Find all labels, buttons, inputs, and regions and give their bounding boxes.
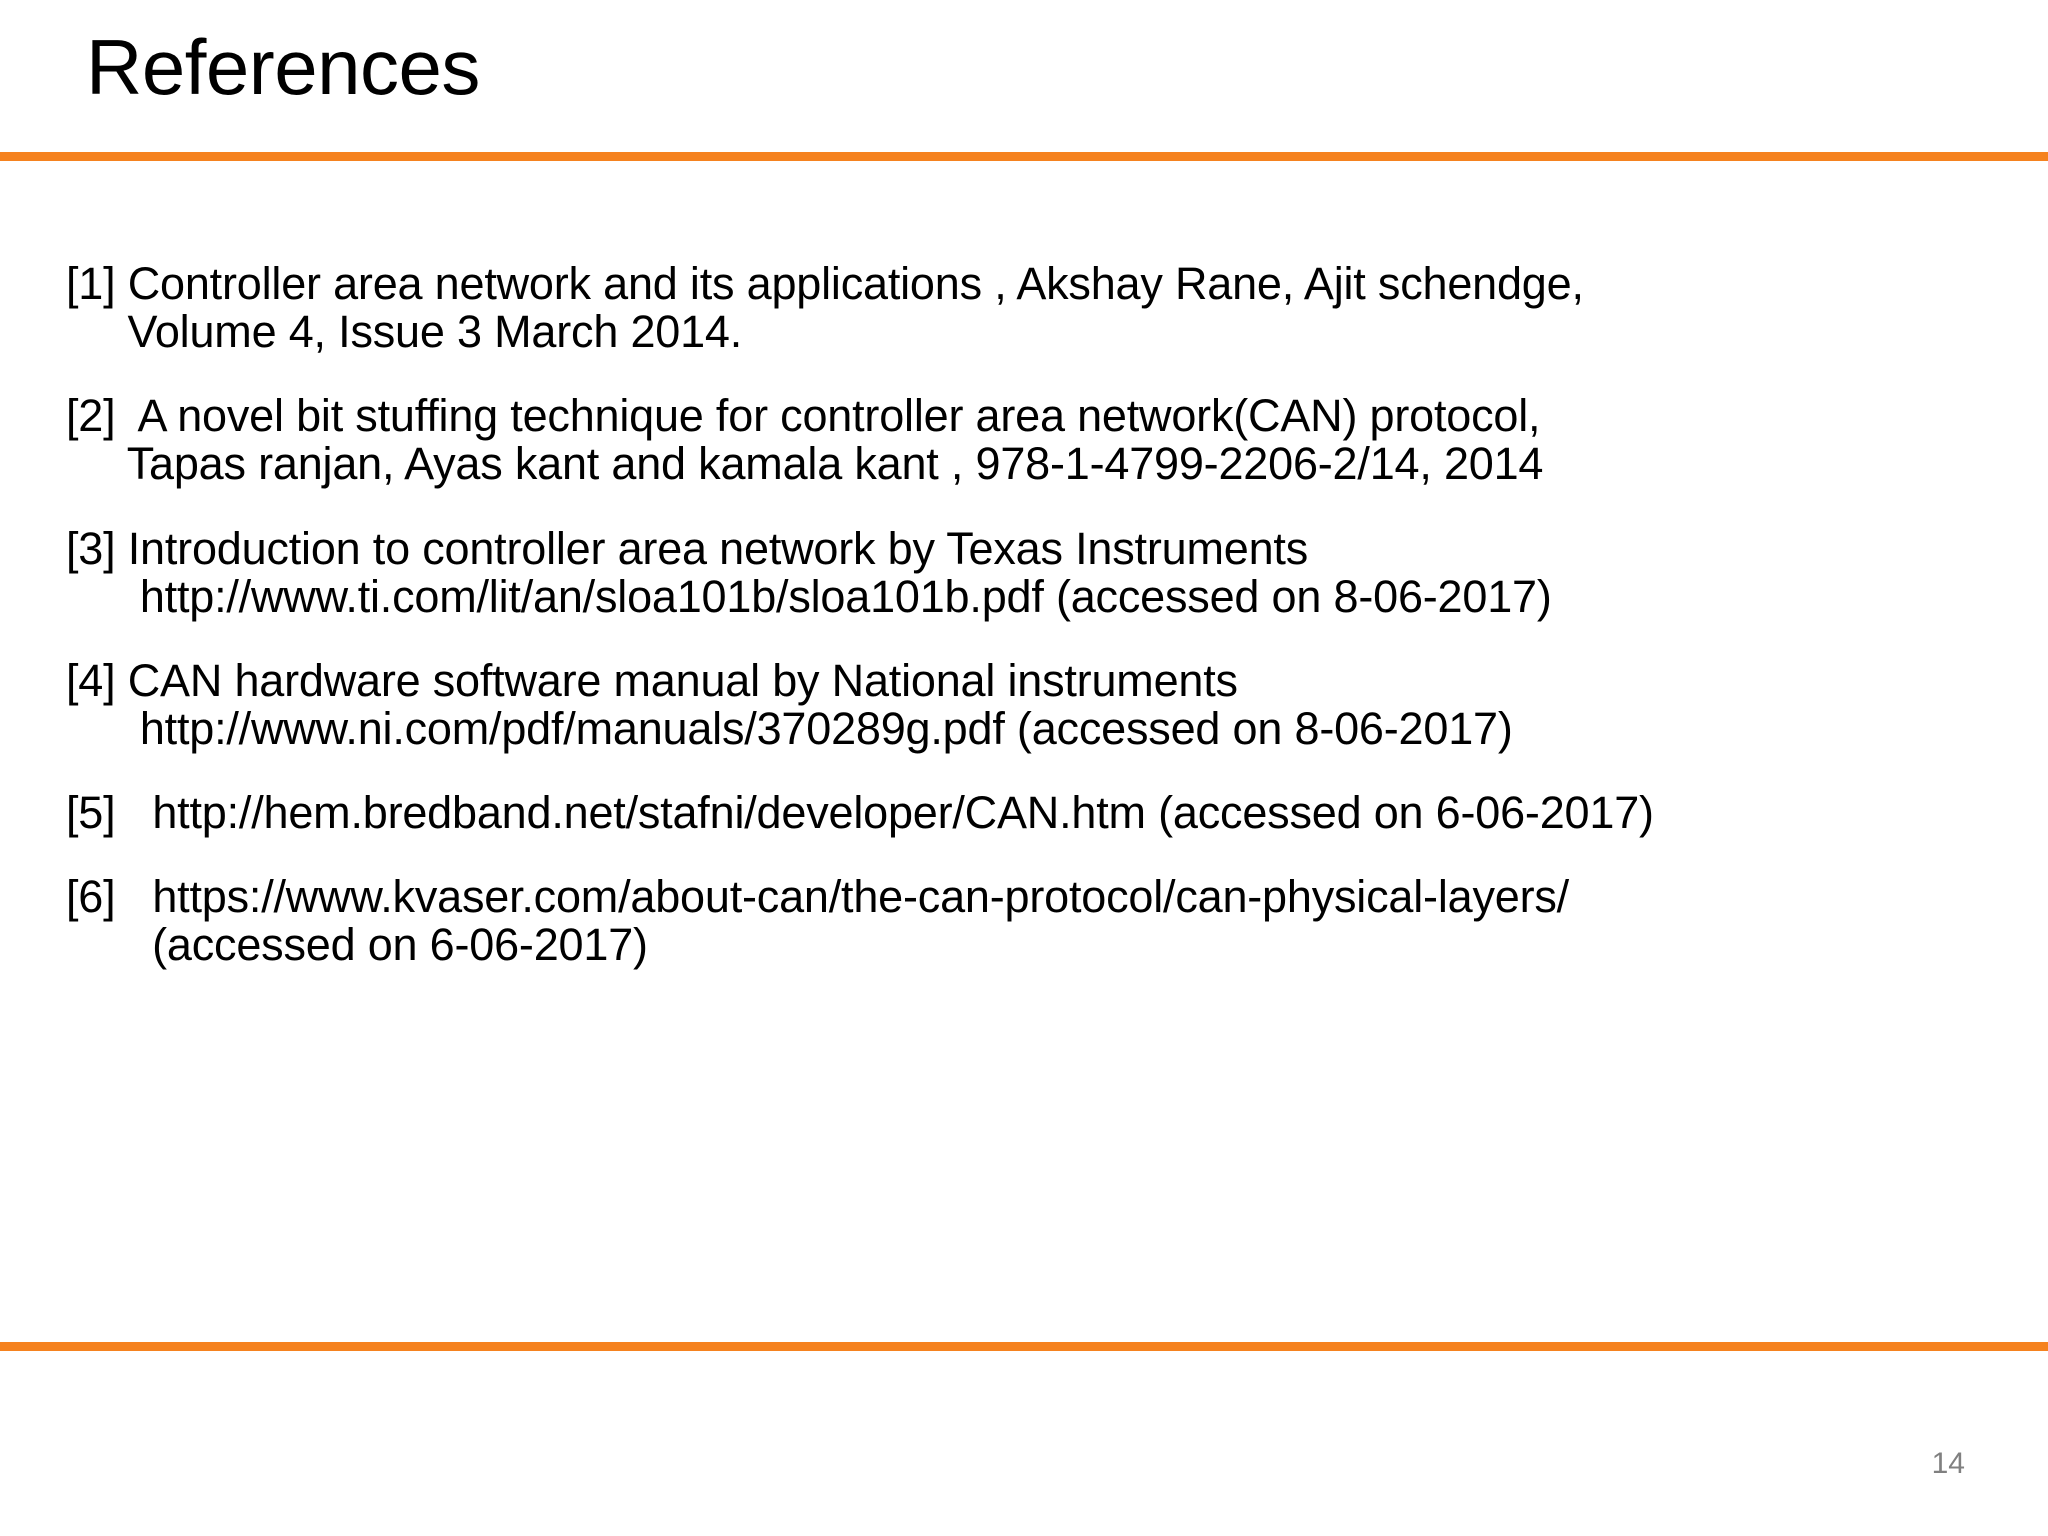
page-title: References: [86, 23, 480, 111]
title-divider-rule: [0, 152, 2048, 161]
reference-item-5: [5] http://hem.bredband.net/stafni/devel…: [66, 787, 2008, 839]
reference-line: [4] CAN hardware software manual by Nati…: [66, 654, 1238, 706]
reference-item-2: [2] A novel bit stuffing technique for c…: [66, 392, 2008, 488]
reference-link[interactable]: [6] https://www.kvaser.com/about-can/the…: [66, 871, 1569, 923]
reference-item-6: [6] https://www.kvaser.com/about-can/the…: [66, 873, 2008, 969]
reference-line: (accessed on 6-06-2017): [66, 919, 648, 971]
reference-line: [1] Controller area network and its appl…: [66, 258, 1584, 309]
reference-item-4: [4] CAN hardware software manual by Nati…: [66, 654, 2008, 754]
reference-link[interactable]: http://www.ni.com/pdf/manuals/370289g.pd…: [66, 702, 1513, 754]
reference-line: [3] Introduction to controller area netw…: [66, 522, 1308, 574]
slide-body: [1] Controller area network and its appl…: [0, 180, 2048, 1330]
reference-line: [2] A novel bit stuffing technique for c…: [66, 390, 1541, 442]
reference-line: Volume 4, Issue 3 March 2014.: [66, 306, 743, 358]
reference-line: Tapas ranjan, Ayas kant and kamala kant …: [66, 438, 1544, 490]
reference-link[interactable]: http://www.ti.com/lit/an/sloa101b/sloa10…: [66, 570, 1552, 622]
footer-divider-rule: [0, 1342, 2048, 1351]
references-list: [1] Controller area network and its appl…: [66, 258, 2008, 1006]
reference-item-1: [1] Controller area network and its appl…: [66, 258, 2008, 358]
page-number: 14: [1931, 1447, 1965, 1480]
reference-link[interactable]: [5] http://hem.bredband.net/stafni/devel…: [66, 787, 1654, 839]
reference-item-3: [3] Introduction to controller area netw…: [66, 522, 2008, 622]
